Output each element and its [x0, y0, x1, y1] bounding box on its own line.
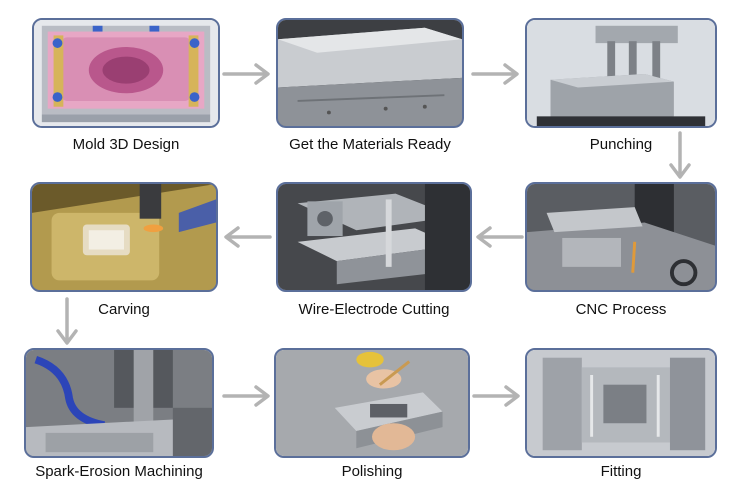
step-5-label: Wire-Electrode Cutting [298, 301, 450, 318]
step-7-image [24, 348, 214, 458]
arrow-left-icon [224, 226, 272, 248]
arrow-down-icon [669, 131, 691, 179]
step-2-label: Get the Materials Ready [289, 136, 451, 153]
arrow-down-icon [56, 297, 78, 345]
step-6-label: Carving [98, 301, 150, 318]
step-7-label: Spark-Erosion Machining [35, 463, 203, 480]
step-9-image [525, 348, 717, 458]
arrow-right-icon [222, 63, 270, 85]
step-1-image [32, 18, 220, 128]
step-3-label: Punching [589, 136, 653, 153]
step-8-image [274, 348, 470, 458]
arrow-right-icon [222, 385, 270, 407]
step-8-label: Polishing [341, 463, 403, 480]
step-9-label: Fitting [600, 463, 642, 480]
step-2-image [276, 18, 464, 128]
step-1-label: Mold 3D Design [72, 136, 180, 153]
step-4-image [525, 182, 717, 292]
step-5-image [276, 182, 472, 292]
arrow-right-icon [471, 63, 519, 85]
step-4-label: CNC Process [575, 301, 667, 318]
step-3-image [525, 18, 717, 128]
step-6-image [30, 182, 218, 292]
arrow-left-icon [476, 226, 524, 248]
arrow-right-icon [472, 385, 520, 407]
